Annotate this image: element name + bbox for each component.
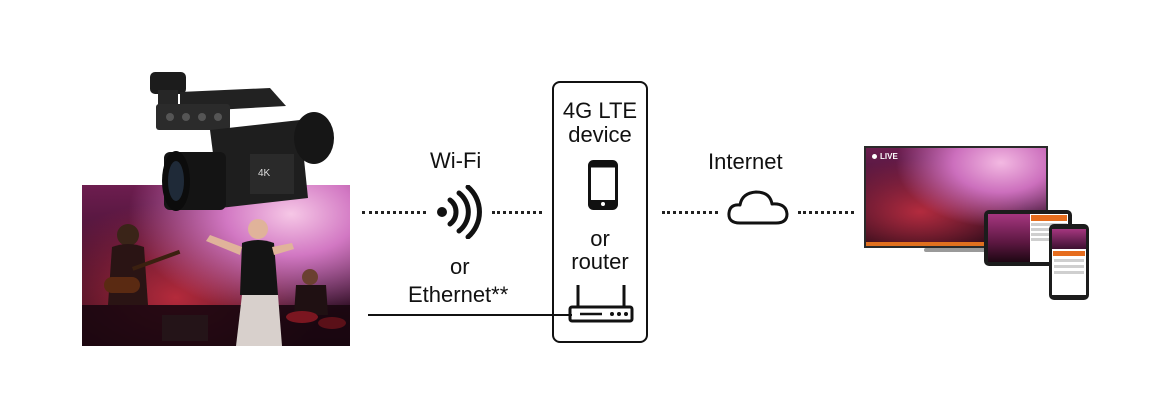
connector-dotted-device-cloud — [662, 211, 718, 214]
or-label-left: or — [450, 254, 470, 279]
connector-dotted-wifi-device — [492, 211, 542, 214]
tv-progress-bar — [866, 242, 1046, 246]
tablet-sidebar-row — [1030, 228, 1067, 231]
router-icon — [568, 285, 634, 323]
smartphone-device — [1049, 224, 1089, 300]
svg-text:4K: 4K — [258, 168, 271, 179]
ethernet-cable-line — [368, 314, 572, 316]
tablet-sidebar — [1030, 214, 1068, 262]
live-dot-icon — [872, 154, 877, 160]
wifi-label: Wi-Fi — [430, 148, 482, 173]
connector-dotted-cloud-screens — [798, 211, 854, 214]
tablet-sidebar-row — [1030, 223, 1067, 226]
concert-photo — [82, 185, 350, 346]
live-badge-text: LIVE — [880, 152, 898, 161]
tablet-sidebar-row — [1030, 238, 1067, 241]
phone-screen — [1052, 229, 1086, 295]
ethernet-label: Ethernet** — [408, 282, 509, 307]
device-label-line2: device — [568, 122, 632, 147]
camcorder-image: 4K — [150, 72, 334, 211]
phone-list-row — [1054, 264, 1084, 268]
connector-dotted-camera-wifi — [362, 211, 426, 214]
phone-list-header — [1053, 250, 1085, 256]
smartphone-icon — [588, 160, 618, 210]
internet-label: Internet — [708, 149, 783, 174]
phone-list-row — [1054, 270, 1084, 274]
tablet-sidebar-header — [1030, 215, 1067, 221]
live-badge: LIVE — [872, 152, 898, 161]
device-label-line1: 4G LTE — [562, 98, 638, 123]
wifi-signal-icon — [437, 185, 482, 239]
tablet-video — [988, 214, 1030, 262]
concert-performers — [82, 219, 350, 346]
or-label-box: or — [590, 226, 610, 251]
phone-list-row — [1054, 258, 1084, 262]
cloud-icon — [727, 190, 789, 225]
phone-video — [1052, 229, 1086, 249]
tablet-sidebar-row — [1030, 233, 1067, 236]
network-device-box — [552, 81, 648, 343]
tv-stand — [924, 248, 988, 252]
router-label: router — [571, 249, 629, 274]
